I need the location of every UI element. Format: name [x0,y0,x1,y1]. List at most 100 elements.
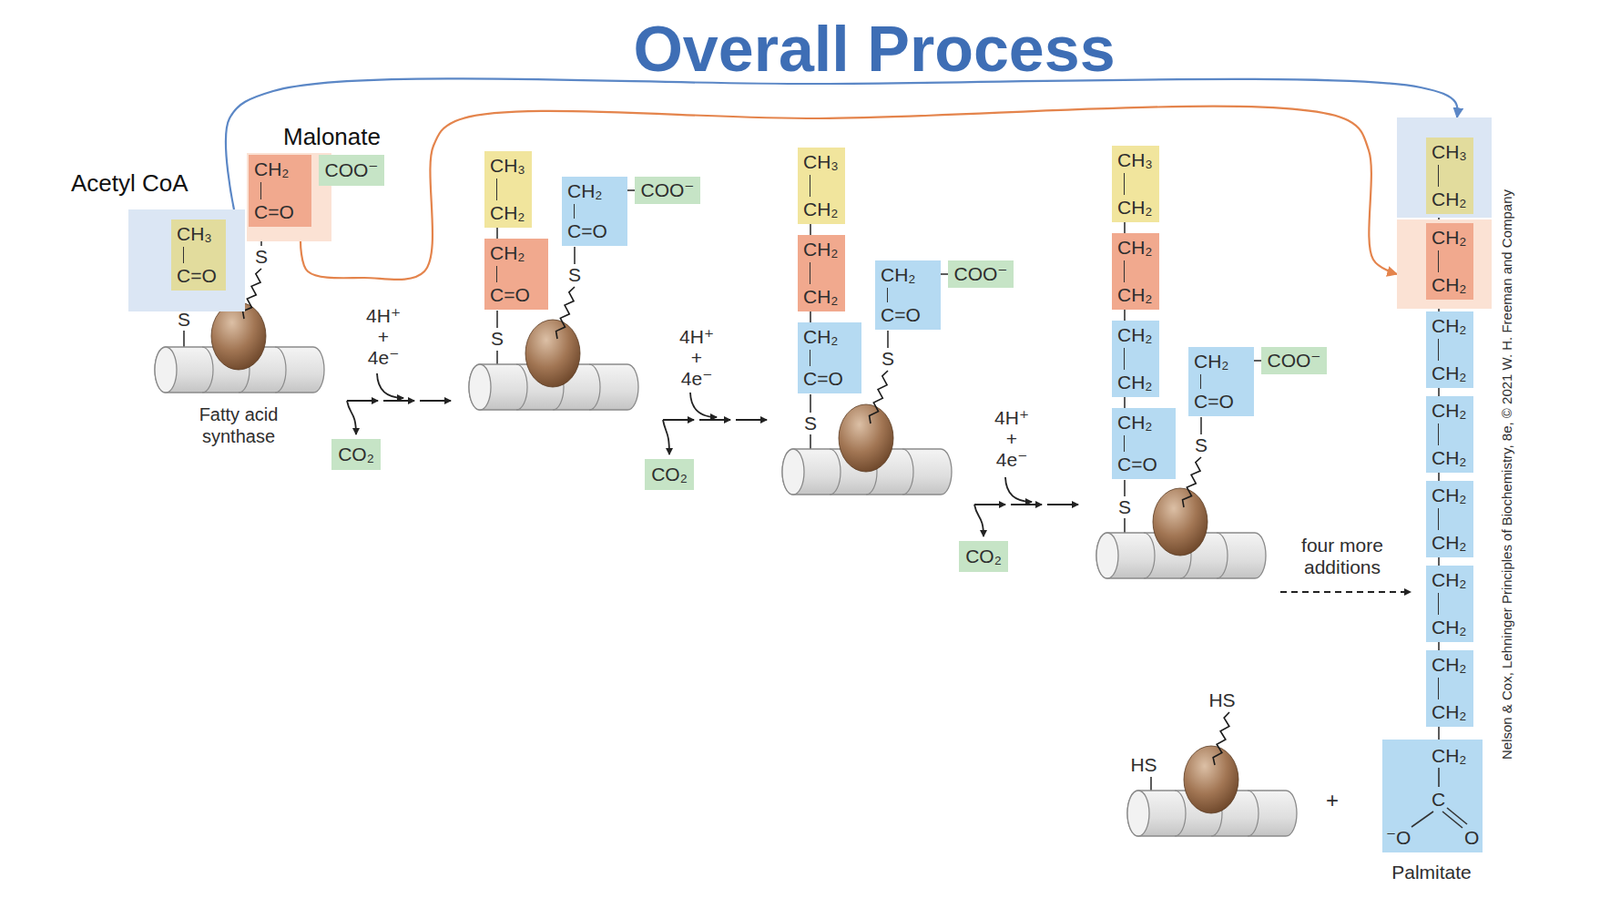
chemical-group-box: CH₂CH₂ [1426,565,1474,643]
phosphopantetheine-arm [869,370,888,424]
bond-line [1123,347,1125,370]
formula-text: C [1431,788,1446,811]
formula-text: CH₂ [1117,196,1152,219]
formula-text: CH₂ [1117,371,1152,394]
reaction-arrow [383,399,415,402]
formula-text: CH₂ [1431,399,1467,422]
chemical-group-box: CH₂CH₂ [1426,396,1474,473]
enzyme-cylinder-end [782,448,805,495]
bond-line [1437,726,1440,740]
chemical-group-box: CH₂CH₂ [1426,480,1474,558]
formula-text: CH₃ [1431,141,1468,164]
chemical-group-box: CH₂CH₂ [797,234,846,312]
formula-text: COO⁻ [325,159,379,182]
thiol-group: HS [1208,689,1235,712]
plus-sign: + [1006,428,1018,450]
formula-text: CH₂ [567,180,602,203]
formula-text: CH₂ [1431,616,1467,639]
reductant-arrow [377,373,404,398]
enzyme-segment [1216,532,1228,579]
sulfur-atom: S [804,412,817,435]
acyl-carrier-protein [1152,488,1208,556]
carboxylate-box: CH₂C⁻OO [1382,739,1483,853]
molecule-box: COO⁻ [318,154,385,186]
reaction-arrow [346,399,378,402]
bond-line [1437,592,1439,615]
formula-text: CH₂ [1117,411,1152,434]
reaction-arrow [662,418,694,421]
bond-lines [183,227,1202,791]
chemical-group-box: CH₃CH₂ [1426,137,1474,215]
enzyme-segment [516,364,528,410]
plus-sign: + [377,326,389,348]
group-heading: Acetyl CoA [71,169,189,197]
formula-text: CH₂ [1431,701,1467,724]
enzyme-cylinder-end [154,346,177,393]
enzyme-segment [275,346,286,393]
phosphopantetheine-arm [556,286,575,339]
bond-line [260,182,262,200]
phosphopantetheine-arm [1212,712,1230,765]
formula-text: CH₂ [1431,484,1467,507]
formula-text: CH₂ [880,264,916,286]
sulfur-atom: S [881,347,895,370]
formula-text: CH₂ [1431,744,1467,767]
enzyme-cylinder-end [468,364,491,410]
bond-line [1437,387,1440,397]
reaction-step [346,373,451,435]
formula-text: COO⁻ [1267,349,1322,372]
chemical-group-box: CH₂C=O [484,238,549,310]
plus-sign: + [1325,789,1339,812]
product-name: Palmitate [1391,861,1472,884]
bond-line [496,265,498,283]
formula-text: CH₂ [1431,653,1467,676]
fatty-acid-synthase [1096,488,1266,579]
molecule-box: CO₂ [958,540,1009,572]
sulfur-atom: S [254,245,268,268]
bond-line [1253,359,1262,362]
bond-line [573,203,575,219]
bond-line [886,287,888,303]
bond-line [1200,417,1203,435]
bond-line [1437,164,1439,187]
copyright-note: Nelson & Cox, Lehninger Principles of Bi… [1498,189,1516,760]
sulfur-atom: S [177,308,191,331]
enzyme-segment [202,346,214,393]
fatty-acid-synthase [1127,745,1297,836]
bond-line [496,310,499,328]
thiol-group: HS [1130,754,1157,776]
chemical-group-box: CH₃CH₂ [797,147,846,225]
bond-line [1123,479,1126,497]
chemical-group-box: CH₂ C=O [561,176,628,246]
formula-text: C=O [567,220,608,243]
reaction-arrow [1047,503,1079,506]
bond-line [496,350,499,365]
sulfur-atom: S [568,264,581,286]
group-region: CH₂CH₂ [1396,219,1492,309]
enzyme-name: Fatty acid synthase [188,403,289,448]
bond-line [1437,677,1439,700]
formula-text: COO⁻ [954,263,1009,286]
enzyme-segment [589,364,601,410]
formula-text: CO₂ [337,443,375,466]
reaction-arrow [419,399,451,402]
bond-line [1437,767,1440,787]
formula-text: CH₂ [1193,350,1229,373]
bond-line [1437,423,1439,446]
bond-line [886,330,889,348]
formula-text: CH₂ [1431,226,1467,249]
chemical-group-box: CH₂ CH₂ [1426,650,1474,727]
bond-line [809,311,812,323]
plus-sign: + [691,346,703,369]
molecule-box: COO⁻ [1261,346,1327,375]
bond-line [809,349,811,367]
group-region: CH₃C=OAcetyl CoA [128,209,245,312]
enzyme-segment [1143,532,1155,579]
formula-text: CH₂ [1117,324,1152,347]
bond-line [1437,642,1440,651]
bond-line [809,394,812,413]
chemical-group-box: CH₂CH₂ [1111,233,1160,310]
chemical-group-box: CH₃CH₂ [1111,145,1160,223]
